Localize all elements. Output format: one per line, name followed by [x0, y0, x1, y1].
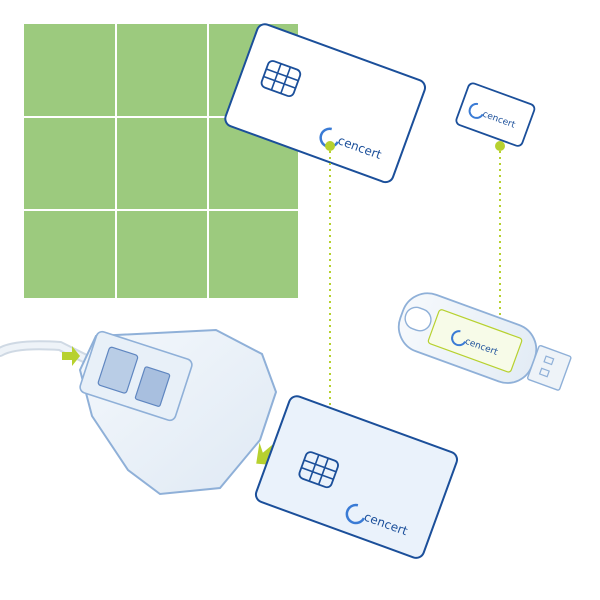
inserted-smart-card: cencert	[254, 395, 459, 559]
usb-token: cencert	[397, 292, 572, 391]
card-reader	[0, 328, 278, 496]
cable-arrow-icon	[62, 346, 80, 366]
keyring-hole-icon	[404, 306, 432, 332]
large-smart-card: cencert	[224, 23, 427, 184]
connector-sim-card	[494, 141, 506, 342]
chip-icon	[260, 60, 302, 98]
small-sim-card: cencert	[455, 82, 536, 147]
chip-icon	[298, 451, 339, 489]
connector-large-card	[324, 141, 336, 440]
usb-connector-icon	[527, 345, 572, 391]
